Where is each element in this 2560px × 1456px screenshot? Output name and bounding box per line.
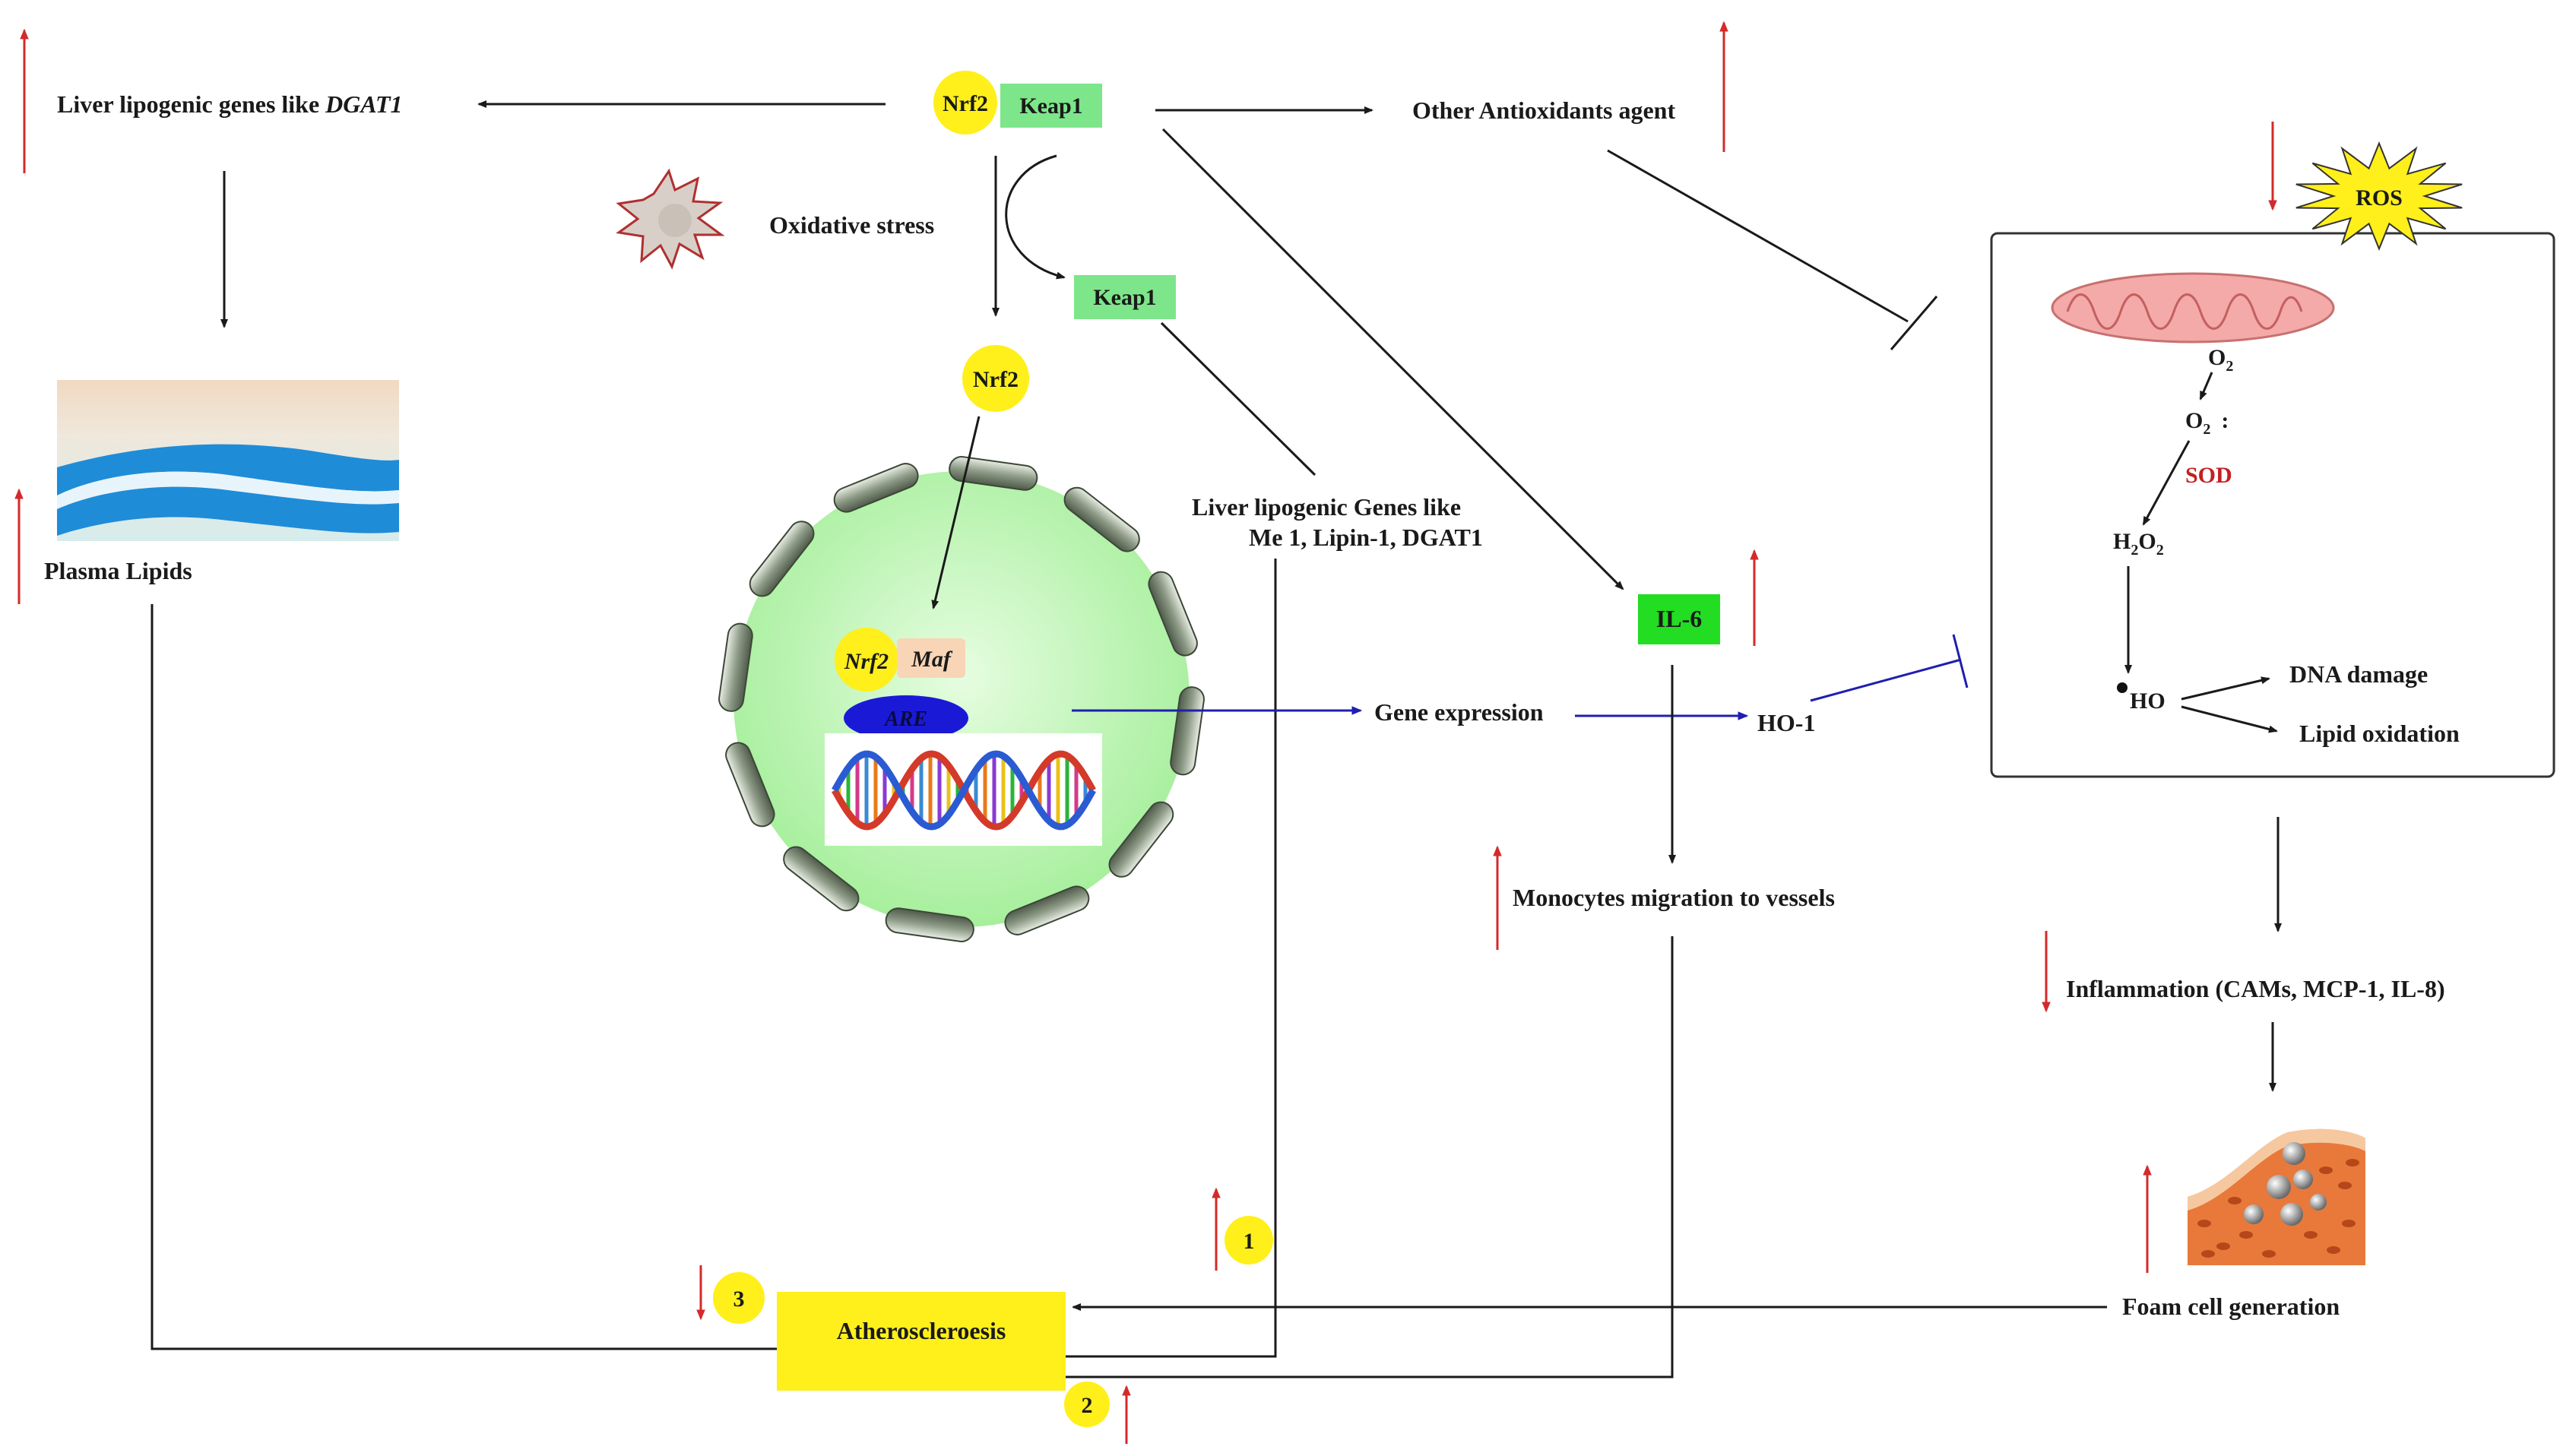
arrow-to-h2o2 — [2142, 440, 2191, 526]
arrow-nrf2-into-nucleus — [931, 416, 981, 609]
dissociation-curve-arrow — [1005, 154, 1066, 280]
ho1-inhibit-line — [1810, 658, 1962, 702]
are-label: ARE — [883, 707, 927, 731]
ros-label: ROS — [2356, 185, 2403, 210]
nrf2-badge — [933, 71, 997, 135]
maf-box — [897, 638, 965, 678]
il6-label: IL-6 — [1656, 605, 1702, 632]
plasma-lipids-to-athero-line — [150, 604, 777, 1350]
arrow-to-dna-damage — [2181, 676, 2270, 701]
plasma-lipids-label: Plasma Lipids — [44, 557, 192, 584]
oxidative-stress-label: Oxidative stress — [769, 211, 934, 239]
nuclear-envelope-segment — [885, 907, 974, 942]
nrf2-nucleus-label: Nrf2 — [844, 649, 889, 674]
tissue-cell-dot — [2228, 1197, 2242, 1204]
keap1-to-liver-genes-line — [1160, 321, 1316, 476]
tissue-cell-dot — [2197, 1220, 2211, 1227]
membrane-bilayer-icon — [57, 380, 399, 541]
o2-label: O2 — [2208, 345, 2233, 375]
num-3-badge — [713, 1272, 765, 1324]
ros-star-icon — [2295, 141, 2463, 252]
liver-genes2-to-athero-line — [1066, 559, 1277, 1358]
nrf2-keap1-complex: Nrf2 Keap1 — [933, 71, 1102, 135]
ros-panel — [1990, 232, 2555, 778]
nuclear-envelope-segment — [718, 622, 753, 712]
ho1-label: HO-1 — [1757, 709, 1815, 736]
radical-dot — [2117, 682, 2128, 693]
are-ellipse — [844, 695, 968, 741]
nrf2-free-label: Nrf2 — [973, 367, 1019, 392]
gene-expression-label: Gene expression — [1374, 698, 1544, 726]
tissue-cell-dot — [2338, 1182, 2352, 1189]
nuclear-envelope-segment — [833, 463, 919, 513]
atherosclerosis-box — [777, 1292, 1066, 1391]
liver-genes2-line2: Me 1, Lipin-1, DGAT1 — [1249, 524, 1483, 551]
arrow-to-il6 — [1161, 128, 1624, 590]
tissue-cell-dot — [2346, 1159, 2359, 1166]
nuclear-envelope-segment — [1148, 571, 1198, 657]
tissue-cell-dot — [2304, 1231, 2318, 1239]
ho-radical-label: HO — [2130, 688, 2166, 714]
keap1-box — [1000, 84, 1102, 128]
antioxidant-inhibit-line — [1607, 149, 1909, 323]
other-antioxidants-label: Other Antioxidants agent — [1412, 97, 1675, 124]
antioxidant-inhibit-bar — [1890, 296, 1938, 350]
tissue-cell-dot — [2201, 1250, 2215, 1258]
keap1-free-box — [1074, 275, 1176, 319]
lipid-oxidation-label: Lipid oxidation — [2299, 720, 2460, 747]
tissue-cell-dot — [2319, 1166, 2333, 1174]
nuclear-envelope-segment — [783, 846, 860, 912]
nuclear-envelope-segment — [749, 521, 815, 597]
tissue-cell-dot — [2327, 1246, 2340, 1254]
nuclear-envelope-segment — [949, 456, 1038, 491]
atherosclerosis-label: Atheroscleroesis — [837, 1317, 1006, 1344]
foam-cell-vessel-icon — [2188, 1128, 2365, 1265]
nuclear-envelope-segment — [1004, 885, 1090, 935]
dna-damage-label: DNA damage — [2289, 660, 2428, 688]
tissue-cell-dot — [2239, 1231, 2253, 1239]
sod-label: SOD — [2185, 463, 2232, 488]
mitochondrion-icon — [2051, 272, 2335, 343]
o2-radical-label: O2: — [2185, 408, 2229, 438]
nuclear-envelope-segment — [725, 742, 775, 828]
foam-cell-label: Foam cell generation — [2122, 1293, 2340, 1320]
nucleus-icon — [718, 456, 1205, 942]
monocytes-label: Monocytes migration to vessels — [1513, 884, 1835, 911]
arrow-to-lipid-oxidation — [2181, 705, 2278, 733]
nuclear-envelope-segment — [1108, 801, 1174, 878]
num-1-badge — [1225, 1216, 1273, 1265]
num-2-label: 2 — [1082, 1393, 1093, 1418]
ho1-inhibit-bar — [1952, 634, 1969, 688]
dna-helix-icon — [825, 733, 1102, 846]
tissue-cell-dot — [2216, 1242, 2230, 1250]
tissue-cell-dot — [2262, 1250, 2276, 1258]
explosion-icon — [616, 168, 725, 270]
nrf2-free-badge — [962, 345, 1029, 412]
h2o2-label: H2O2 — [2113, 529, 2164, 559]
arrow-o2-to-radical — [2199, 372, 2213, 400]
num-1-label: 1 — [1244, 1229, 1255, 1254]
liver-genes2-line1: Liver lipogenic Genes like — [1192, 493, 1461, 521]
inflammation-label: Inflammation (CAMs, MCP-1, IL-8) — [2066, 975, 2445, 1002]
keap1-free-label: Keap1 — [1093, 285, 1156, 310]
monocytes-to-athero-line — [1066, 936, 1674, 1378]
nuclear-envelope-segment — [1063, 486, 1140, 552]
nuclear-envelope-segment — [1170, 686, 1205, 776]
num-2-badge — [1064, 1382, 1110, 1427]
nrf2-nucleus-badge — [835, 628, 898, 692]
num-3-label: 3 — [733, 1287, 745, 1312]
nrf2-label: Nrf2 — [943, 91, 988, 116]
liver-genes-label: Liver lipogenic genes like DGAT1 — [57, 90, 403, 118]
keap1-label: Keap1 — [1019, 93, 1082, 119]
maf-label: Maf — [911, 647, 953, 672]
il6-box — [1638, 594, 1720, 644]
tissue-cell-dot — [2342, 1220, 2356, 1227]
